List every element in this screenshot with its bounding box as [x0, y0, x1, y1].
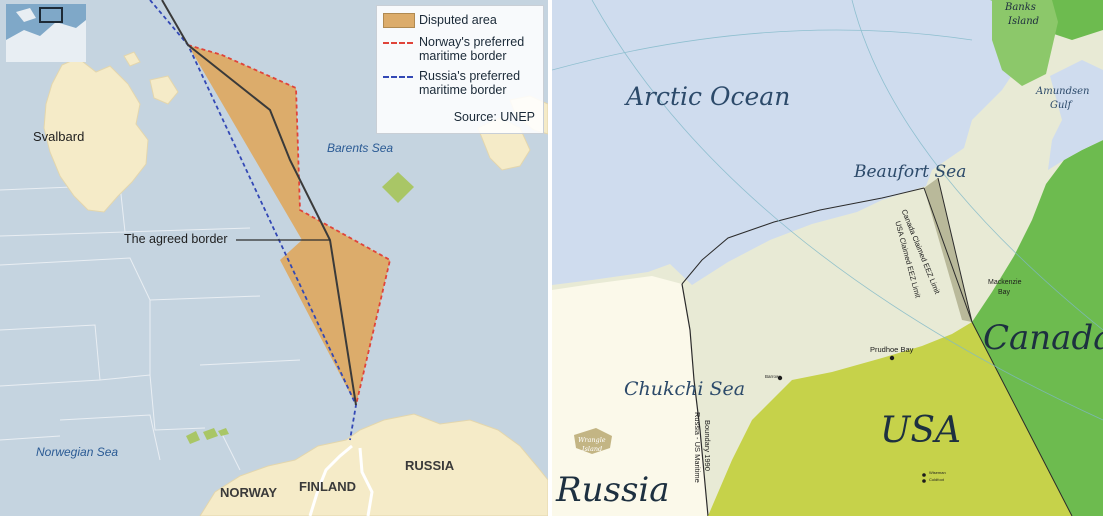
usa-country-label: USA — [880, 410, 961, 451]
beaufort-map-canvas — [552, 0, 1103, 516]
mackenzie-label-line1: Mackenzie — [988, 279, 1022, 286]
russia-country-label: RUSSIA — [405, 458, 455, 473]
banks-label-line2: Island — [1008, 16, 1040, 27]
mackenzie-label-line2: Bay — [998, 289, 1011, 296]
russia-us-boundary-label2: Boundary 1990 — [703, 420, 712, 471]
chukchi-sea-label: Chukchi Sea — [624, 378, 746, 400]
wrangel-label-line1: Wrangle — [578, 436, 606, 444]
amundsen-gulf-water — [1048, 60, 1103, 170]
usa-canada-land-border — [971, 321, 1073, 516]
wiseman-dot — [922, 473, 926, 477]
norway-line-swatch — [383, 42, 413, 44]
country-borders — [308, 444, 374, 516]
usa-claimed-eez-line — [937, 177, 973, 323]
legend-disputed-label: Disputed area — [419, 13, 497, 27]
russia-us-boundary-label1: Russia - US Maritime — [693, 412, 702, 483]
svalbard-land — [43, 51, 179, 213]
coldfoot-dot — [922, 479, 926, 483]
barents-sea-map: Disputed area Norway's preferred maritim… — [0, 0, 548, 516]
russia-preferred-border — [149, 0, 357, 441]
legend-source: Source: UNEP — [453, 110, 535, 124]
graticule-lines — [552, 0, 1103, 421]
wrangel-label-line2: Island — [582, 445, 603, 453]
lofoten-islands — [186, 428, 229, 444]
finland-country-label: FINLAND — [299, 479, 357, 494]
banks-label-line1: Banks — [1005, 2, 1036, 13]
green-diamond-zone — [382, 172, 414, 203]
russia-land — [552, 276, 708, 516]
barents-sea-label: Barents Sea — [327, 141, 394, 155]
locator-inset — [6, 4, 86, 62]
disputed-swatch — [383, 13, 415, 28]
norwegian-sea-label: Norwegian Sea — [36, 445, 119, 459]
legend-norway-label: Norway's preferred maritime border — [419, 35, 525, 63]
amundsen-label-line1: Amundsen — [1036, 86, 1090, 97]
beaufort-sea-label: Beaufort Sea — [854, 162, 967, 182]
norway-preferred-border — [187, 44, 392, 406]
russia-country-label-right: Russia — [556, 470, 670, 510]
arctic-ocean-label: Arctic Ocean — [626, 82, 791, 111]
legend-russia-label: Russia's preferred maritime border — [419, 69, 521, 97]
eez-outer-boundary — [681, 187, 925, 285]
russia-line-swatch — [383, 76, 413, 78]
banks-island — [992, 0, 1058, 86]
barrow-town-dot — [777, 375, 783, 381]
amundsen-label-line2: Gulf — [1050, 100, 1072, 111]
prudhoe-bay-dot — [889, 355, 895, 361]
agreed-border-line — [161, 0, 357, 406]
norway-country-label: NORWAY — [220, 485, 278, 500]
canada-country-label: Canada — [983, 318, 1103, 358]
disputed-area-polygon — [188, 45, 390, 405]
canada-land — [972, 0, 1103, 516]
coldfoot-label: Coldfoot — [929, 477, 944, 482]
map-grid-lines — [0, 184, 301, 471]
usa-land — [708, 322, 1072, 516]
prudhoe-bay-label: Prudhoe Bay — [870, 345, 914, 354]
svalbard-label: Svalbard — [33, 129, 85, 144]
disputed-wedge — [924, 178, 972, 322]
agreed-border-label: The agreed border — [124, 232, 228, 246]
wrangel-island — [574, 428, 612, 454]
canada-claimed-eez-line — [923, 187, 973, 323]
beaufort-sea-map: Arctic Ocean Banks Island Amundsen Gulf … — [552, 0, 1103, 516]
scandinavia-mainland — [199, 413, 548, 516]
barrow-label: Barrow — [765, 374, 780, 379]
map-legend: Disputed area Norway's preferred maritim… — [376, 5, 544, 134]
wiseman-label: Wiseman — [929, 470, 946, 475]
russia-us-boundary-line — [681, 283, 709, 516]
